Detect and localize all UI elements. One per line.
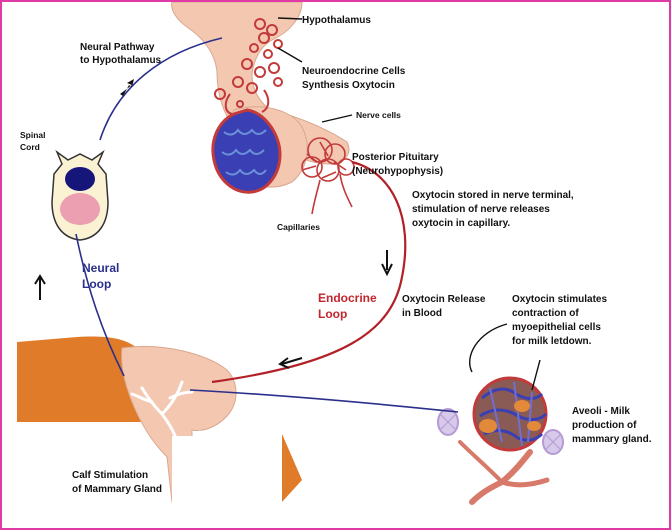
label-alveoli: Aveoli - Milk production of mammary glan… (572, 406, 652, 445)
label-capillaries: Capillaries (277, 222, 320, 232)
label-oxytocin-release: Oxytocin Release in Blood (402, 294, 488, 319)
label-neural-pathway: Neural Pathway to Hypothalamus (80, 42, 162, 66)
alveoli-cluster (438, 378, 563, 502)
label-neural-loop: Neural Loop (82, 261, 123, 291)
label-spinal-cord: Spinal Cord (20, 130, 48, 152)
spinal-cord-section (52, 152, 108, 240)
label-calf-stimulation: Calf Stimulation of Mammary Gland (72, 470, 162, 495)
label-nerve-cells: Nerve cells (356, 110, 401, 120)
label-endocrine-loop: Endocrine Loop (318, 291, 380, 321)
endocrine-loop (212, 162, 405, 382)
label-posterior-pituitary: Posterior Pituitary (Neurohypophysis) (352, 152, 443, 177)
blank-patch (172, 436, 282, 526)
label-oxytocin-stored: Oxytocin stored in nerve terminal, stimu… (412, 190, 577, 229)
arrow-down-icon (382, 250, 392, 274)
label-neuroendocrine: Neuroendocrine Cells Synthesis Oxytocin (302, 66, 408, 91)
label-oxytocin-stimulates: Oxytocin stimulates contraction of myoep… (512, 294, 610, 347)
label-hypothalamus: Hypothalamus (302, 15, 371, 26)
arrow-up-icon (35, 276, 45, 300)
